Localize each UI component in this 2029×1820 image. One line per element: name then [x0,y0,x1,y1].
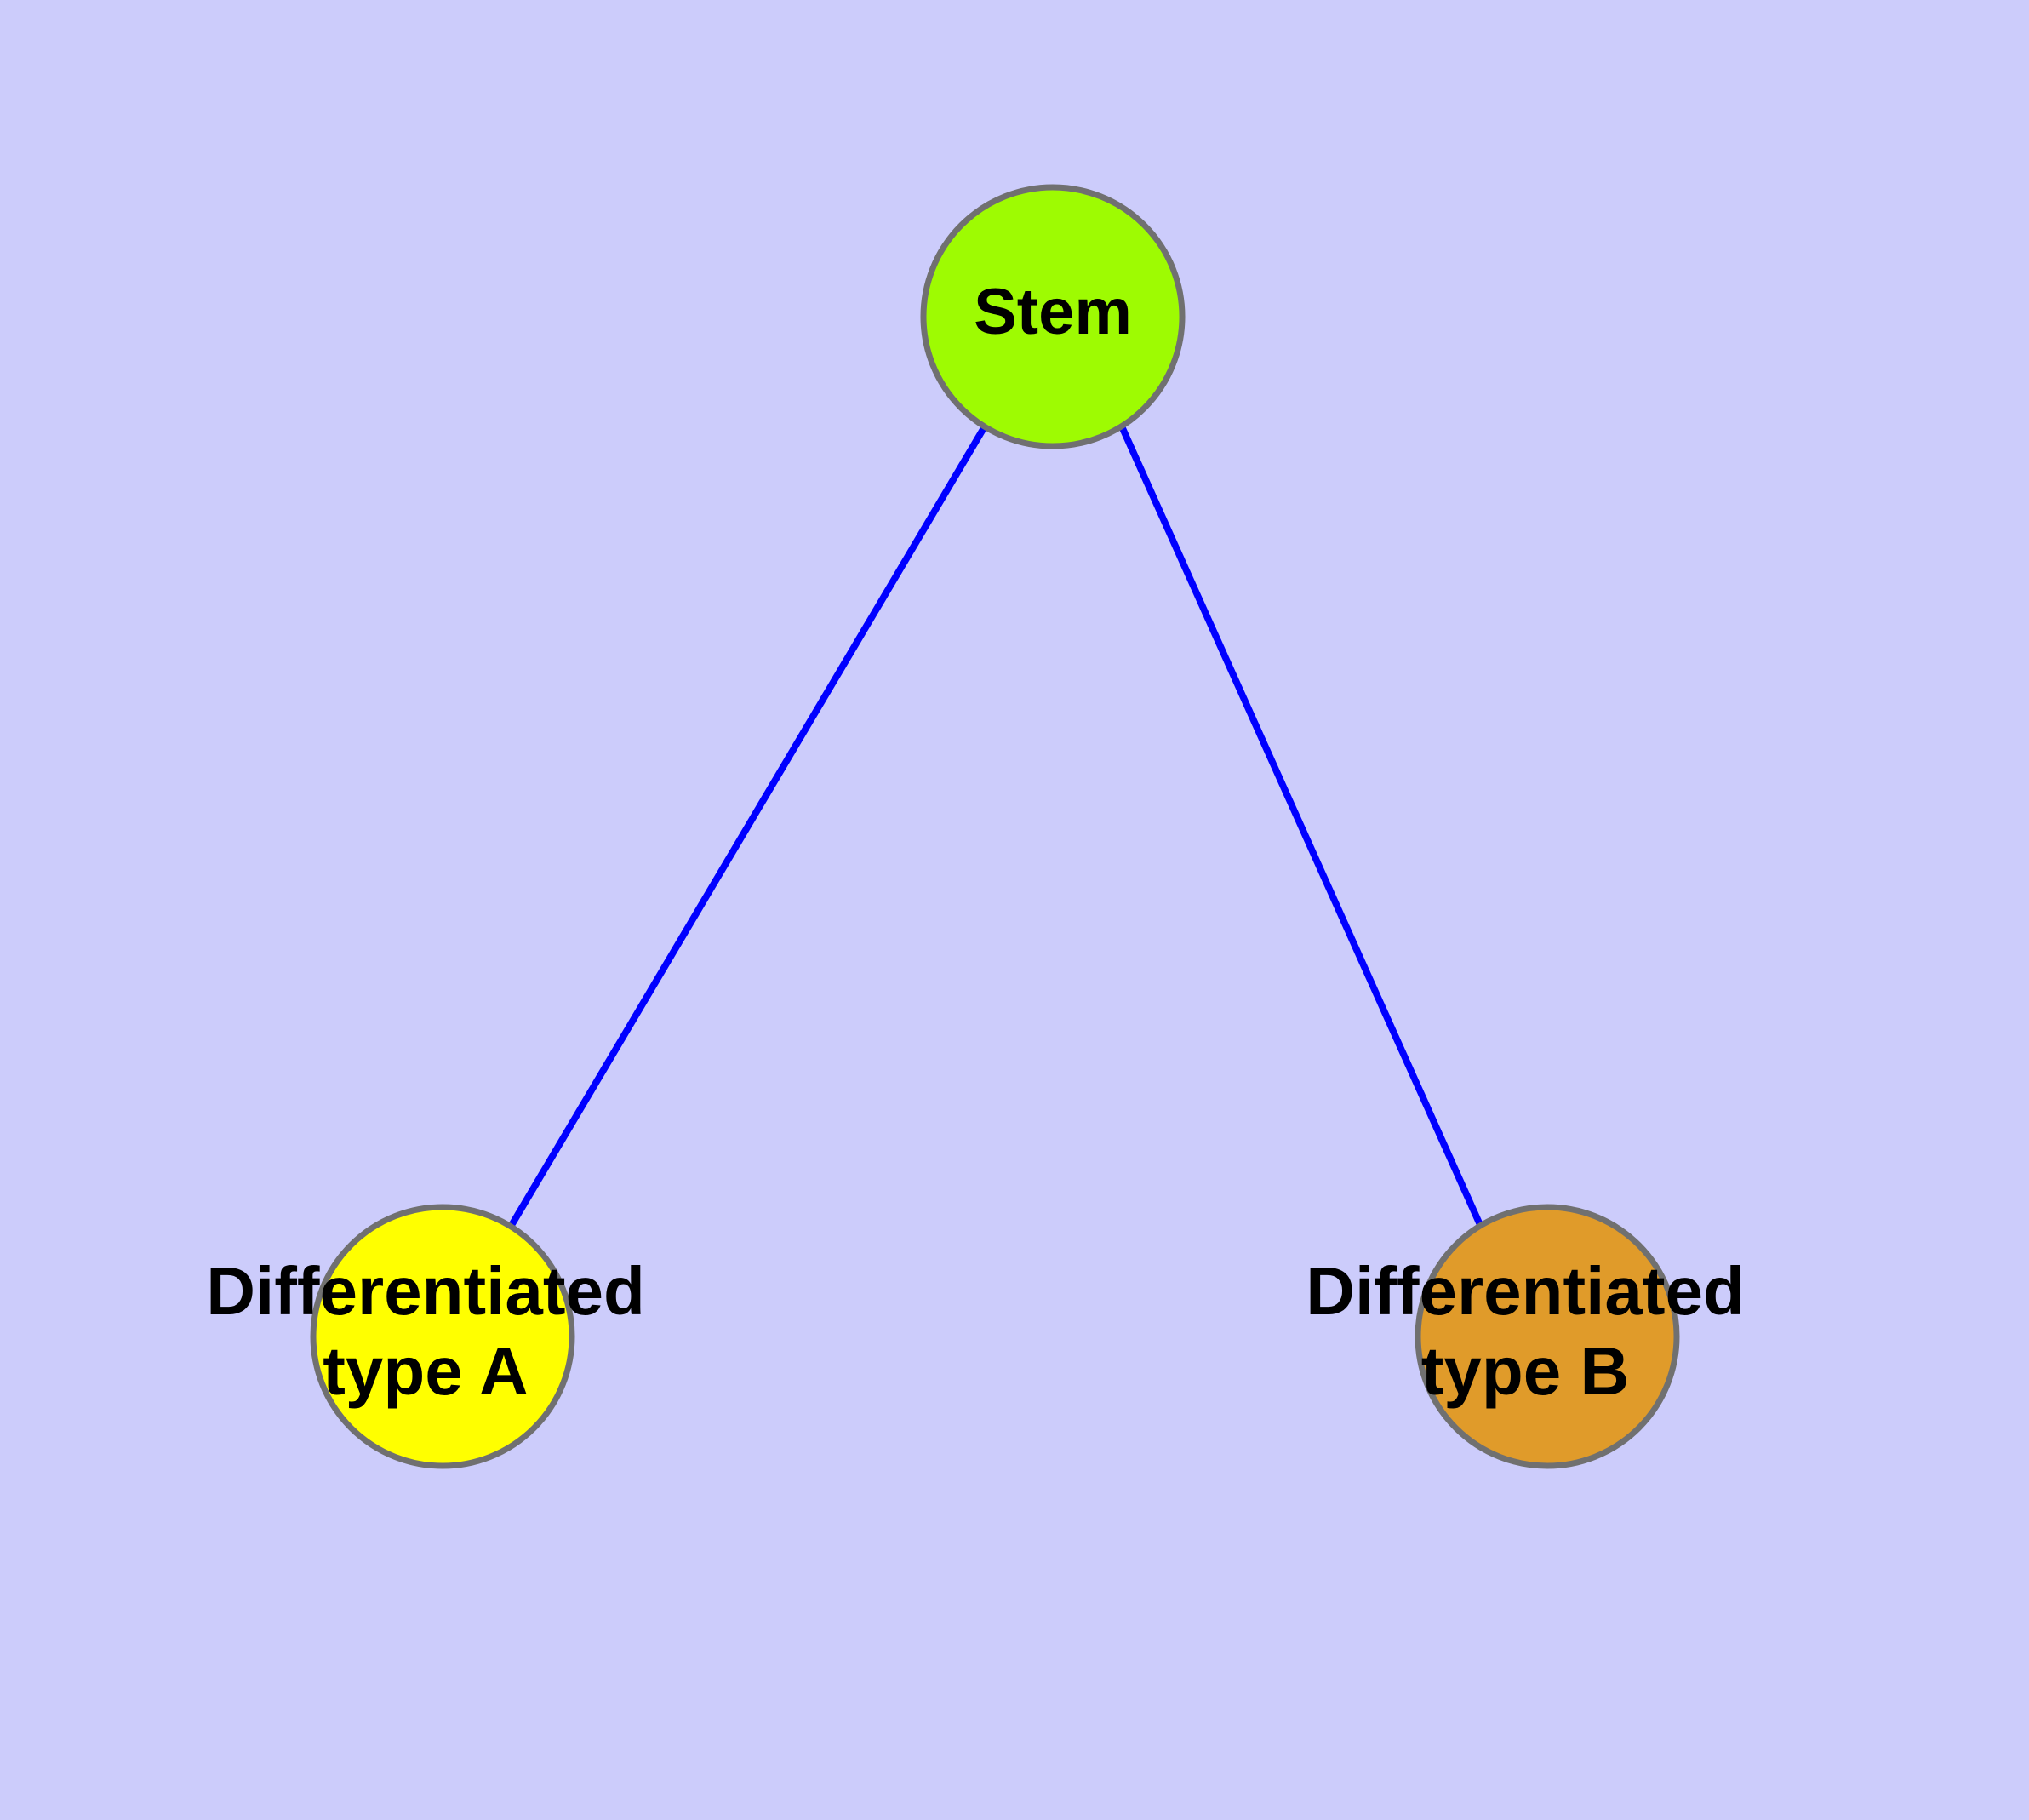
edges-group [507,424,1484,1229]
edge-stem-to-diff-a[interactable] [507,424,988,1229]
node-circle-diff_b[interactable] [1415,1204,1680,1469]
node-circle-diff_a[interactable] [310,1204,575,1469]
node-label-line: type B [1421,1333,1630,1409]
node-label-line: Differentiated [206,1253,645,1329]
node-label-stem: Stem [974,276,1132,348]
node-label-line: Stem [974,276,1132,348]
node-label-line: Differentiated [1306,1253,1745,1329]
node-diff_a[interactable] [310,1204,575,1469]
node-label-line: type A [323,1333,529,1409]
node-stem[interactable] [920,184,1186,449]
node-diff_b[interactable] [1415,1204,1680,1469]
node-circle-stem[interactable] [920,184,1186,449]
edge-stem-to-diff-b[interactable] [1118,425,1484,1228]
